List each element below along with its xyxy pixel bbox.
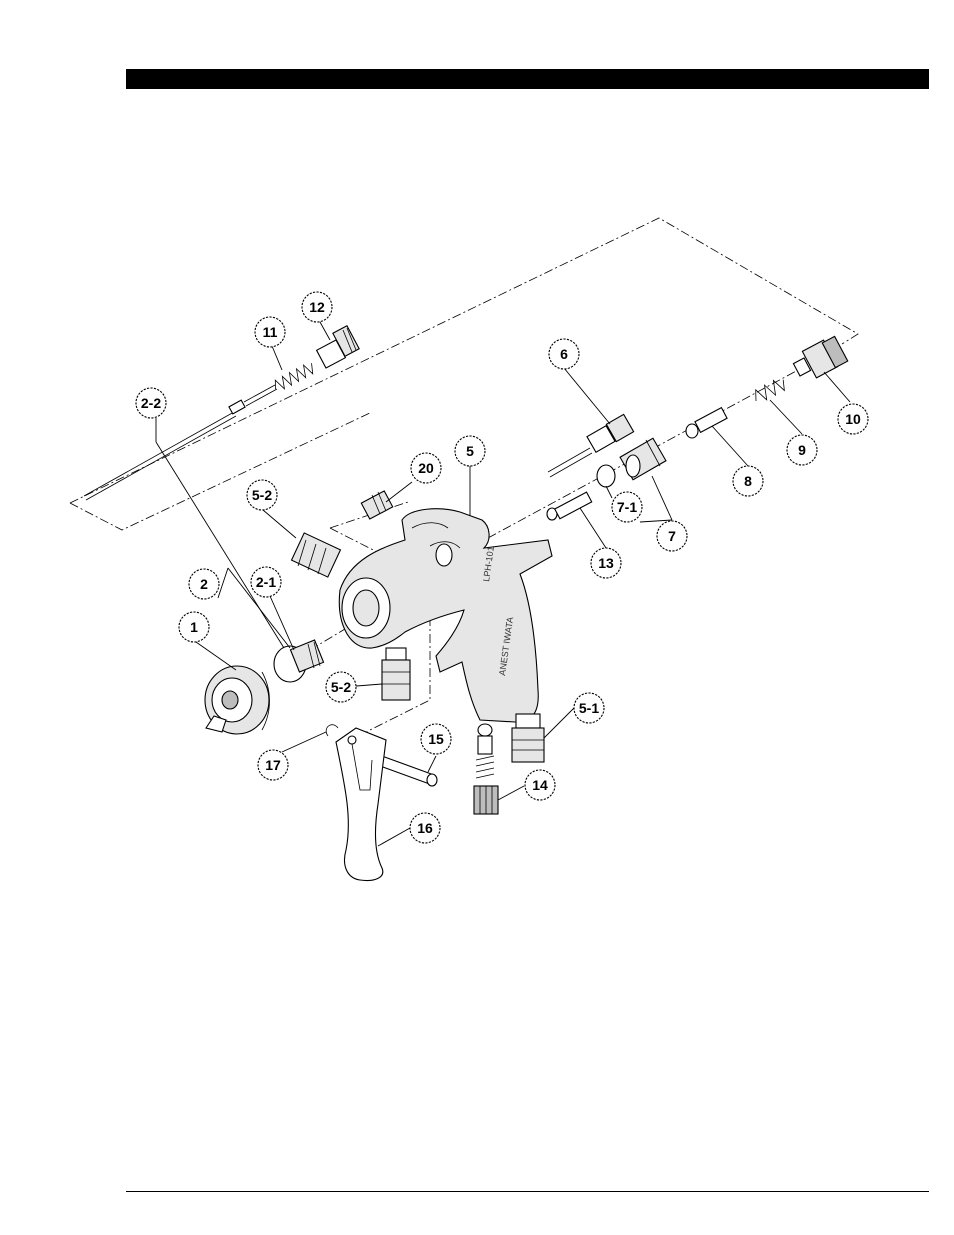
callout-5-2-upper: 5-2: [247, 480, 277, 510]
part-5-gun-body: LPH-101 ANEST IWATA: [339, 509, 552, 722]
svg-text:5-2: 5-2: [331, 679, 351, 695]
callout-2: 2: [189, 569, 219, 599]
svg-text:6: 6: [560, 346, 568, 362]
svg-text:8: 8: [744, 473, 752, 489]
callout-12: 12: [302, 292, 332, 322]
svg-text:16: 16: [417, 820, 433, 836]
part-2-1-nozzle: [274, 640, 324, 682]
svg-text:2-1: 2-1: [256, 574, 276, 590]
callout-7-1: 7-1: [612, 492, 642, 522]
part-11-spring: [272, 361, 316, 392]
part-2-2-needle: [84, 385, 277, 500]
callout-6: 6: [549, 339, 579, 369]
svg-text:2: 2: [200, 576, 208, 592]
svg-text:14: 14: [532, 777, 548, 793]
part-14-fluid-adjust: [474, 724, 498, 814]
callout-10: 10: [838, 404, 868, 434]
svg-text:7-1: 7-1: [617, 499, 637, 515]
callout-5: 5: [455, 436, 485, 466]
callout-16: 16: [410, 813, 440, 843]
svg-text:5-1: 5-1: [579, 700, 599, 716]
part-16-trigger: [336, 728, 386, 881]
svg-text:11: 11: [263, 324, 278, 340]
callout-2-2: 2-2: [136, 388, 166, 418]
callout-1: 1: [179, 612, 209, 642]
callout-5-1: 5-1: [574, 693, 604, 723]
callout-5-2-lower: 5-2: [326, 672, 356, 702]
callout-15: 15: [421, 724, 451, 754]
svg-text:10: 10: [845, 411, 861, 427]
svg-text:15: 15: [428, 731, 444, 747]
svg-text:1: 1: [190, 619, 198, 635]
part-7-valve-housing: [620, 438, 666, 480]
callout-11: 11: [255, 317, 285, 347]
svg-text:13: 13: [598, 555, 614, 571]
svg-text:5-2: 5-2: [252, 487, 272, 503]
part-9-spring: [751, 376, 788, 404]
part-8-valve-stem: [686, 408, 727, 438]
part-7-1-o-ring: [597, 465, 615, 487]
svg-text:20: 20: [418, 460, 434, 476]
svg-text:5: 5: [466, 443, 474, 459]
callout-17: 17: [258, 750, 288, 780]
part-6-air-valve: [548, 414, 634, 477]
callout-7: 7: [657, 521, 687, 551]
callout-14: 14: [525, 770, 555, 800]
footer-rule: [126, 1191, 929, 1192]
callout-9: 9: [787, 435, 817, 465]
part-17-clip: [326, 725, 338, 736]
part-10-air-adjust-knob: [793, 336, 847, 378]
callout-2-1: 2-1: [251, 567, 281, 597]
part-5-2-lower-fitting: [382, 648, 410, 700]
part-20-fitting: [361, 491, 392, 519]
svg-text:7: 7: [668, 528, 676, 544]
svg-text:12: 12: [309, 299, 325, 315]
callout-8: 8: [733, 466, 763, 496]
svg-text:9: 9: [798, 442, 806, 458]
part-12-knob: [317, 326, 360, 368]
part-1-air-cap: [205, 666, 270, 734]
svg-text:17: 17: [265, 757, 281, 773]
part-5-2-upper-fitting: [292, 533, 341, 577]
callout-20: 20: [411, 453, 441, 483]
part-5-1-fitting: [512, 714, 544, 762]
callout-13: 13: [591, 548, 621, 578]
svg-text:2-2: 2-2: [141, 395, 161, 411]
